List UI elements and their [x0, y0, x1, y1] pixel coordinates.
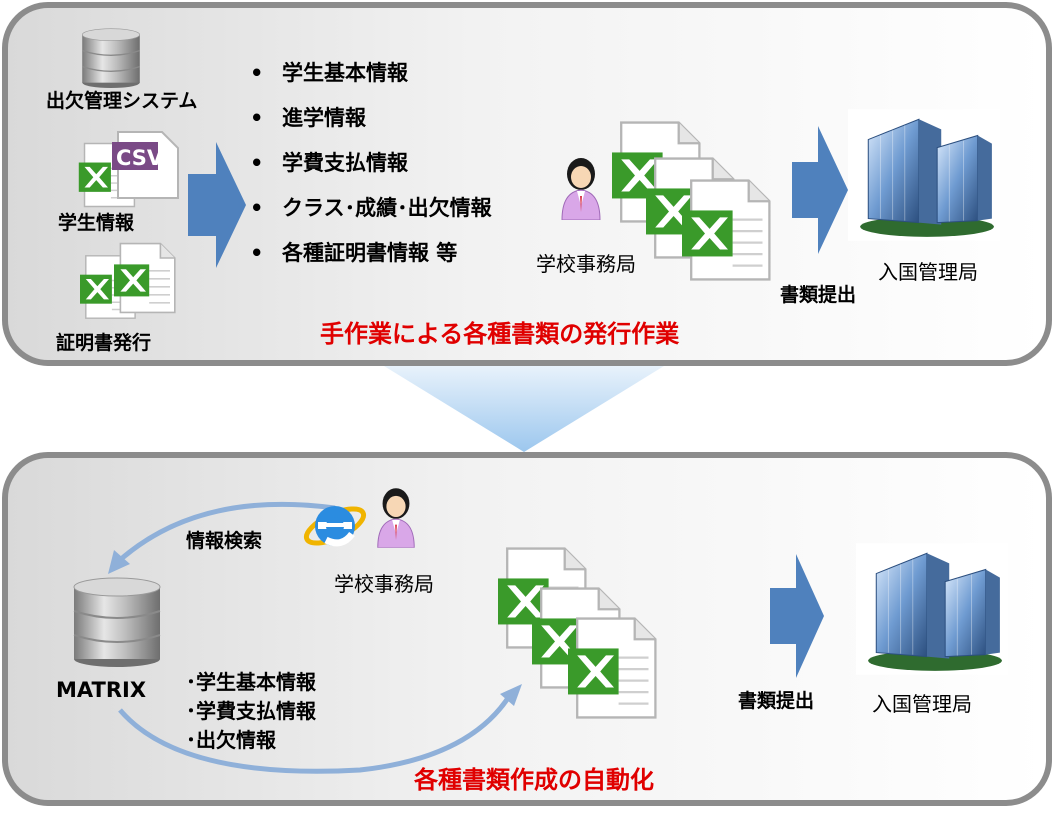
submit-label: 書類提出 — [738, 690, 815, 712]
list-item: ･出欠情報 — [186, 728, 276, 752]
output-item-list: ･学生基本情報 ･学費支払情報 ･出欠情報 — [186, 668, 316, 755]
immigration-label: 入国管理局 — [878, 260, 978, 284]
search-label: 情報検索 — [186, 530, 263, 552]
submit-label: 書類提出 — [780, 284, 857, 306]
office-staff-icon — [556, 150, 606, 226]
flow-arcs — [108, 501, 522, 774]
excel-documents-icon — [612, 120, 772, 280]
list-item: •学費支払情報 — [250, 151, 408, 175]
list-item: •クラス･成績･出欠情報 — [250, 196, 492, 220]
school-office-label: 学校事務局 — [536, 252, 636, 276]
office-staff-icon — [372, 478, 420, 556]
data-item-list: •学生基本情報 •進学情報 •学費支払情報 •クラス･成績･出欠情報 •各種証明… — [250, 58, 492, 283]
student-info-files-icon: CSV — [78, 128, 188, 208]
down-arrow-icon — [384, 366, 664, 452]
immigration-label: 入国管理局 — [872, 692, 972, 716]
school-office-label: 学校事務局 — [334, 572, 434, 596]
submit-arrow-icon — [792, 126, 848, 254]
certificate-issue-label: 証明書発行 — [56, 332, 152, 354]
student-info-label: 学生情報 — [58, 212, 135, 234]
submit-arrow-icon — [770, 554, 824, 678]
list-item: •学生基本情報 — [250, 61, 408, 85]
list-item: •進学情報 — [250, 106, 366, 130]
immigration-building-icon — [856, 536, 1008, 682]
list-item: •各種証明書情報 等 — [250, 241, 458, 265]
right-arrow-icon — [188, 142, 246, 268]
automation-caption: 各種書類作成の自動化 — [414, 766, 654, 794]
csv-file-icon — [112, 131, 179, 199]
matrix-label: MATRIX — [56, 678, 147, 702]
list-item: ･学費支払情報 — [186, 699, 316, 723]
list-item: ･学生基本情報 — [186, 670, 316, 694]
internet-explorer-icon — [302, 494, 372, 554]
attendance-database-icon — [66, 28, 156, 88]
matrix-database-icon — [72, 574, 162, 670]
excel-documents-icon — [498, 546, 668, 716]
certificate-files-icon — [80, 240, 190, 330]
attendance-system-label: 出欠管理システム — [46, 90, 198, 112]
csv-label: CSV — [116, 146, 164, 170]
immigration-building-icon — [848, 102, 1000, 248]
manual-caption: 手作業による各種書類の発行作業 — [320, 320, 680, 348]
